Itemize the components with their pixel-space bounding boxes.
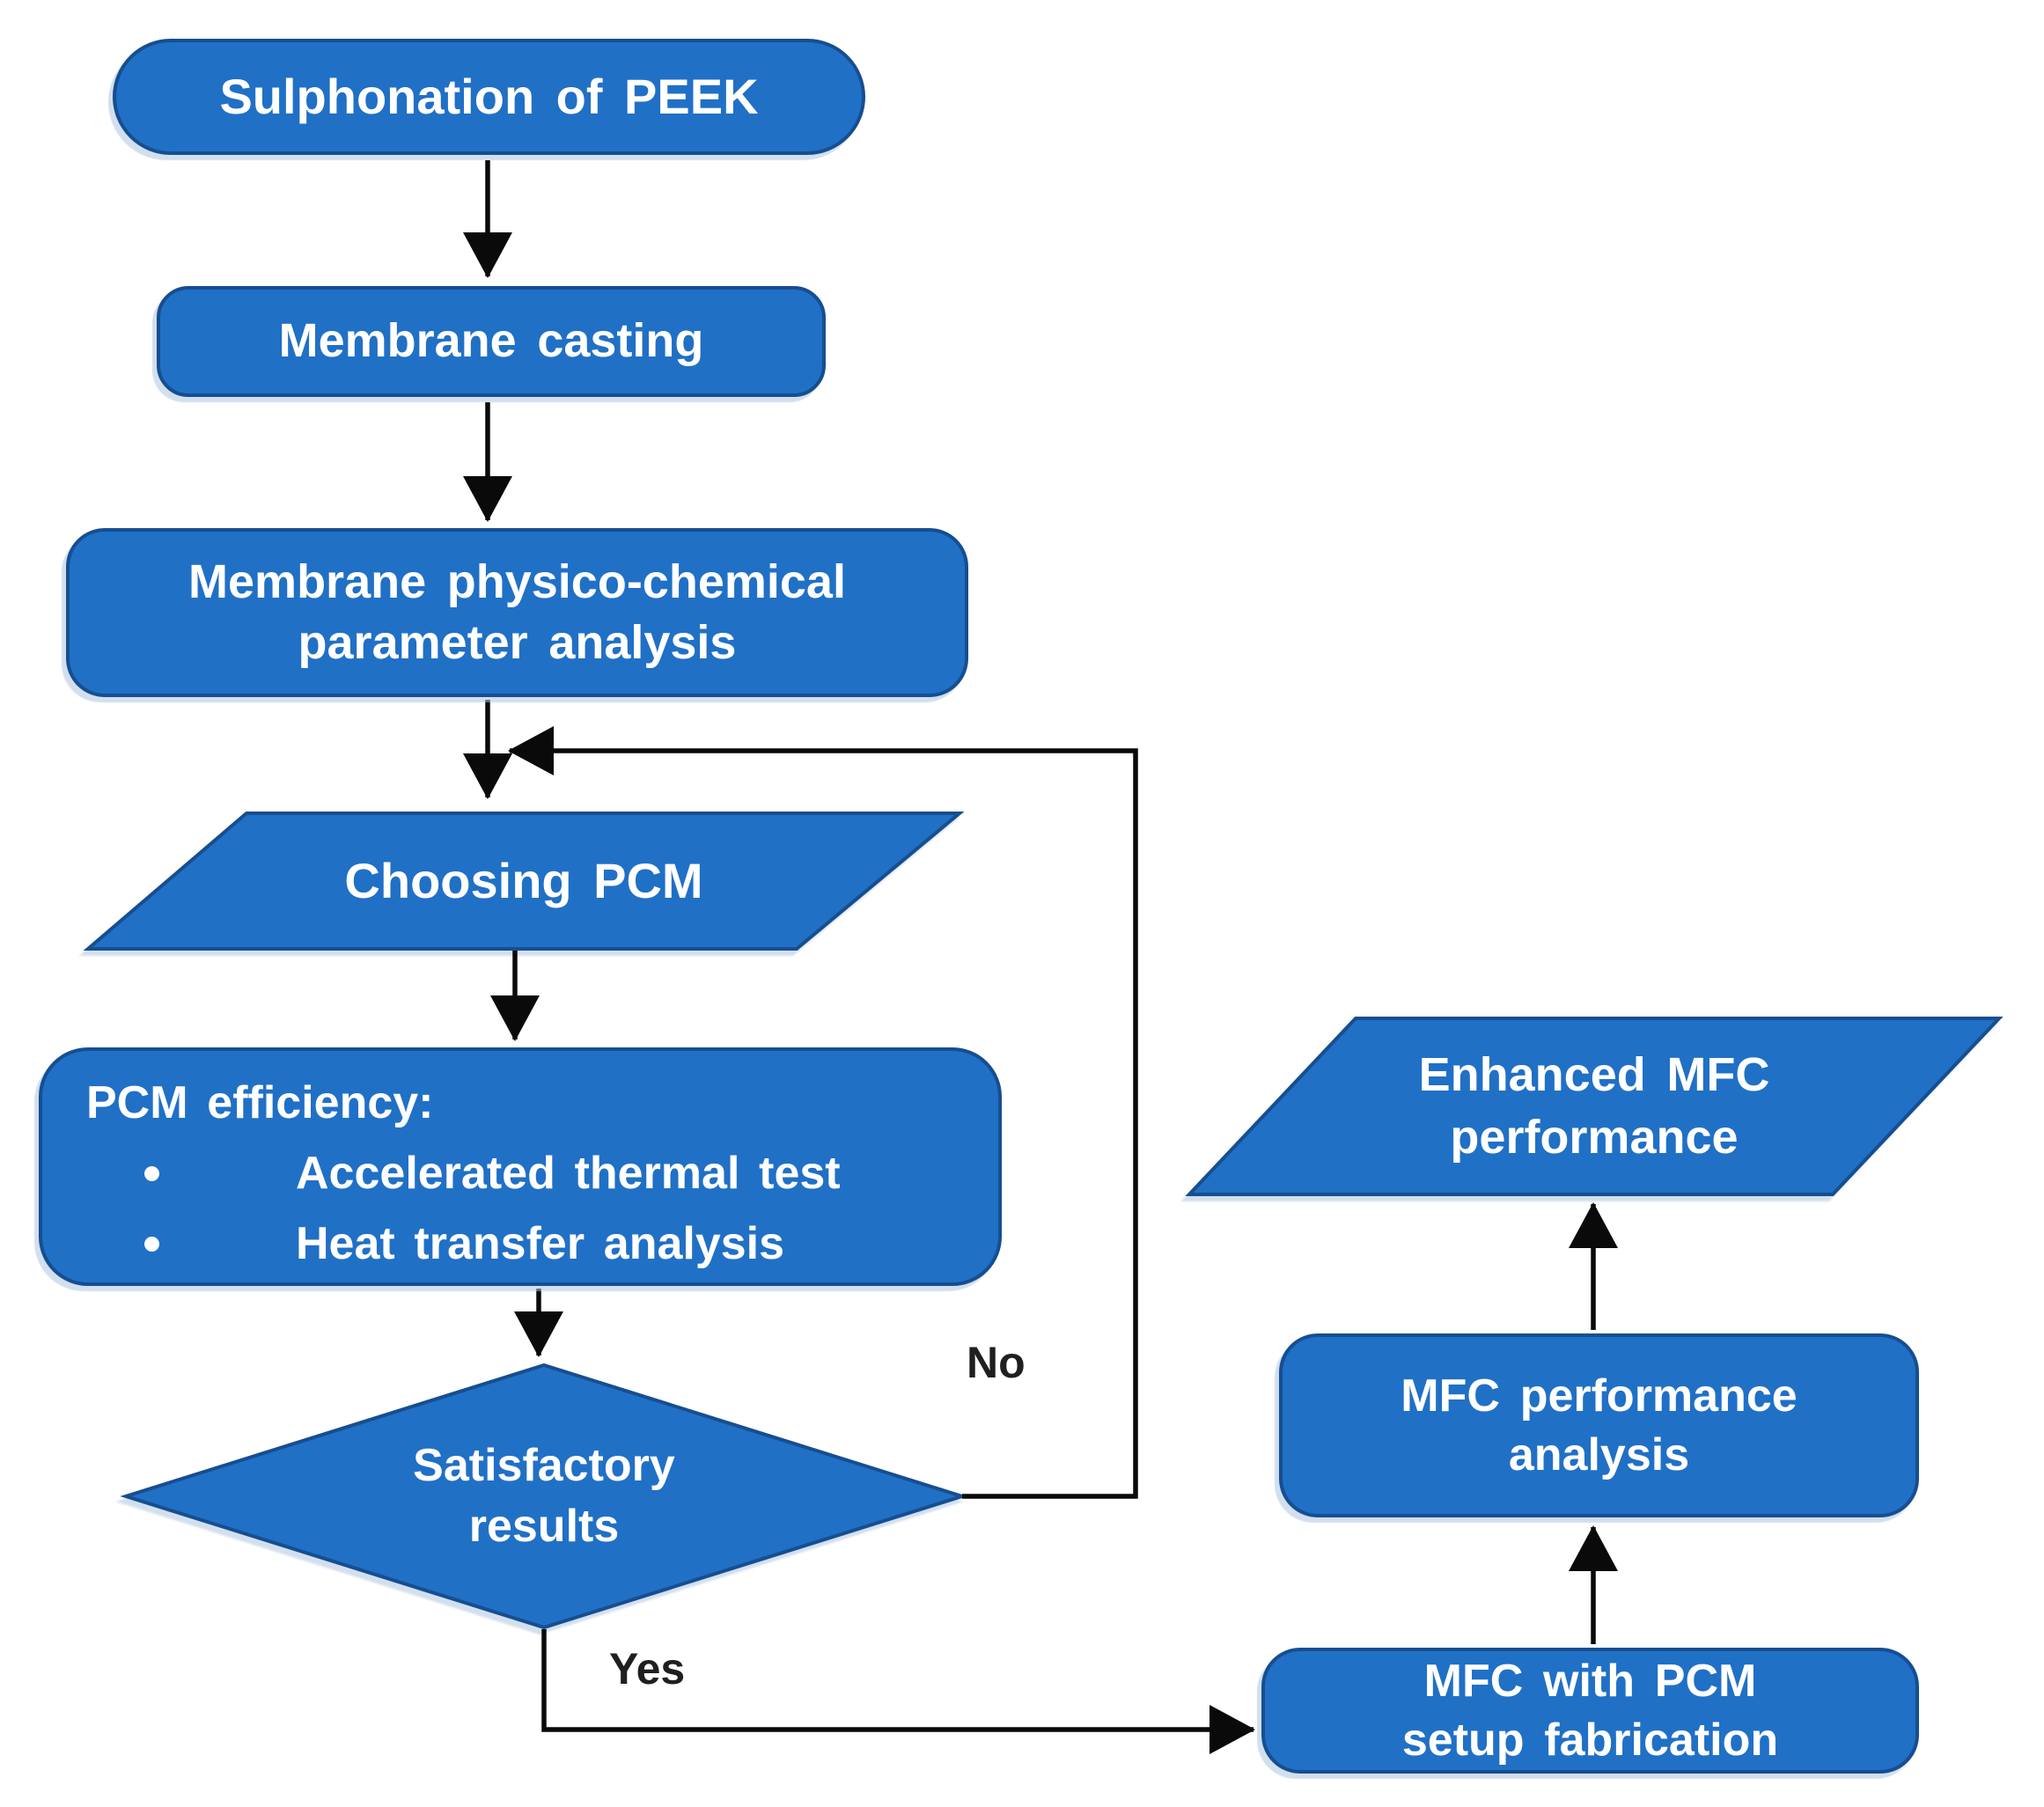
node-mfc-setup: MFC with PCM setup fabrication xyxy=(1261,1648,1919,1774)
node-sulphonation: Sulphonation of PEEK xyxy=(113,39,865,155)
bullet-icon xyxy=(144,1237,159,1252)
no-branch-label: No xyxy=(967,1338,1026,1387)
pcm-bullet-row: Heat transfer analysis xyxy=(86,1213,972,1274)
node-membrane-casting: Membrane casting xyxy=(157,286,826,397)
edge-no-loop xyxy=(508,726,1138,1499)
edge-yes-to-mfc-setup xyxy=(541,1629,1255,1754)
choosing-pcm-shape xyxy=(83,812,965,951)
yes-branch-label: Yes xyxy=(609,1644,686,1693)
pcm-bullet-accelerated: Accelerated thermal test xyxy=(296,1148,841,1199)
node-membrane-analysis: Membrane physico-chemical parameter anal… xyxy=(66,528,968,697)
pcm-bullet-heat: Heat transfer analysis xyxy=(296,1218,785,1269)
satisfactory-results-shape xyxy=(120,1363,968,1630)
pcm-efficiency-title: PCM efficiency: xyxy=(86,1077,434,1128)
node-mfc-analysis: MFC performance analysis xyxy=(1279,1333,1919,1517)
node-pcm-efficiency: PCM efficiency: Accelerated thermal test… xyxy=(39,1047,1002,1286)
enhanced-mfc-shape xyxy=(1185,1017,2004,1196)
pcm-bullet-row: Accelerated thermal test xyxy=(86,1142,972,1204)
bullet-icon xyxy=(144,1166,159,1181)
